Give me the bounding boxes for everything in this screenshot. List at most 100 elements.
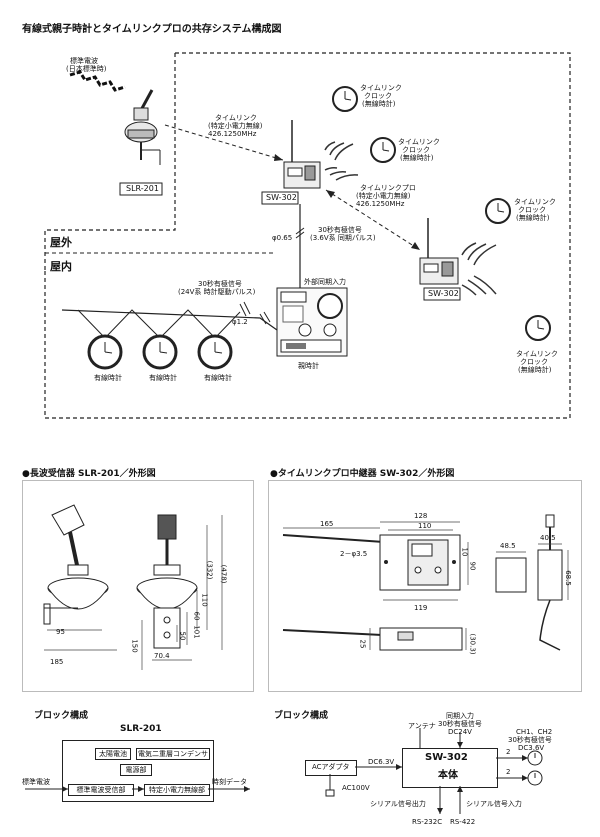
timelinkpro-label-1: タイムリンクプロ	[360, 184, 416, 192]
wireless-clock-4-label-2: クロック	[520, 358, 548, 366]
wired-clock-3	[197, 334, 233, 370]
rs422-label: RS-422	[450, 818, 476, 826]
sw-dim-165: 165	[320, 520, 334, 528]
phi065-label: φ0.65	[272, 234, 293, 242]
waves-lower	[461, 242, 497, 296]
sw-outline-drawing	[282, 514, 569, 651]
sync-input-2: 30秒有極信号	[438, 720, 482, 728]
radio-label-1: 標準電波	[70, 57, 98, 65]
wired-clock-1-label: 有線時計	[94, 374, 122, 382]
slr-dim-332: (332)	[205, 560, 214, 580]
timelinkpro-label-2: (特定小電力無線)	[356, 192, 411, 200]
sw-outline-panel	[268, 480, 582, 692]
timelinkpro-label-3: 426.1250MHz	[356, 200, 405, 208]
signal-left-2: (24V系 時計駆動パルス)	[178, 288, 256, 296]
signal-left-1: 30秒有極信号	[198, 280, 242, 288]
wireless-clock-2	[370, 137, 396, 163]
serial-out-label: シリアル信号出力	[370, 800, 426, 808]
sw302-lower-label-box	[423, 287, 461, 301]
slr-dim-60: 60	[192, 611, 201, 621]
slr-input-label: 標準電波	[22, 778, 50, 786]
slr-block-arrows	[25, 786, 250, 792]
slr-dim-150: 150	[130, 639, 139, 653]
sw-outline-heading: ●タイムリンクプロ中継器 SW-302／外形図	[270, 469, 455, 479]
slr-dim-95: 95	[56, 628, 65, 636]
signal-right-1: 30秒有極信号	[318, 226, 362, 234]
wireless-clock-3-label-3: (無線時計)	[516, 214, 550, 222]
wireless-clock-4-label-1: タイムリンク	[516, 350, 558, 358]
radio-wave-zigzag	[69, 70, 126, 92]
ac-label: AC100V	[342, 784, 370, 792]
sw-dim-48: 48.5	[500, 542, 516, 550]
wireless-clock-3	[485, 198, 511, 224]
rs232-label: RS-232C	[412, 818, 443, 826]
slr201-label-box	[119, 182, 163, 196]
slr-dim-70: 70.4	[154, 652, 170, 660]
wired-clock-3-label: 有線時計	[204, 374, 232, 382]
timelink-label-3: 426.1250MHz	[208, 130, 257, 138]
sw302-upper	[283, 120, 321, 189]
master-clock	[276, 287, 348, 357]
slr-dim-478: (478)	[219, 564, 228, 584]
sw302-upper-label-box	[261, 191, 299, 205]
ac-adapter-label: ACアダプタ	[312, 763, 350, 771]
slr-dim-50: 50	[178, 631, 187, 641]
sw302-lower-label: SW-302	[428, 289, 459, 298]
slr-outline-drawing	[43, 504, 223, 670]
sw-dim-68: 68.5	[563, 570, 572, 586]
wired-clock-line	[61, 309, 278, 331]
master-clock-label: 親時計	[298, 362, 319, 370]
external-sync-label: 外部同期入力	[304, 278, 346, 286]
sw302-lower	[419, 218, 459, 285]
wireless-clock-1-label-3: (無線時計)	[362, 100, 396, 108]
sw-block-name-bottom: 本体	[438, 770, 458, 781]
channels-3: DC3.6V	[518, 744, 545, 752]
serial-in-label: シリアル信号入力	[466, 800, 522, 808]
slr-dim-110: 110	[200, 593, 209, 607]
system-diagram	[44, 52, 571, 419]
sw-block-lines	[325, 728, 543, 814]
wireless-clock-2-label-3: (無線時計)	[400, 154, 434, 162]
sw-block-name-top: SW-302	[425, 752, 468, 763]
sw-dim-10: 10	[460, 547, 469, 557]
radio-label-2: (日本標準時)	[66, 65, 107, 73]
wired-clock-2	[142, 334, 178, 370]
sw-dim-119: 119	[414, 604, 428, 612]
wireless-clock-4	[525, 315, 551, 341]
wired-clock-2-label: 有線時計	[149, 374, 177, 382]
sw-dim-40: 40.5	[540, 534, 556, 542]
slr201-receiver	[124, 89, 161, 165]
indoor-label: 屋内	[50, 260, 72, 273]
wireless-clock-4-label-3: (無線時計)	[518, 366, 552, 374]
channels-2: 30秒有極信号	[508, 736, 552, 744]
sync-input-3: DC24V	[448, 728, 472, 736]
wireless-clock-1	[332, 86, 358, 112]
wireless-clock-2-label-1: タイムリンク	[398, 138, 440, 146]
sync-input-1: 同期入力	[446, 712, 474, 720]
timelink-label-2: (特定小電力無線)	[208, 122, 263, 130]
slr-dim-101: 101	[192, 625, 201, 639]
sw-dim-30: (30.3)	[468, 633, 477, 655]
sw-dim-128: 128	[414, 512, 428, 520]
wireless-clock-2-label-2: クロック	[402, 146, 430, 154]
wireless-clock-1-label-1: タイムリンク	[360, 84, 402, 92]
ch2-count: 2	[506, 768, 511, 776]
wireless-clock-3-label-2: クロック	[518, 206, 546, 214]
channels-1: CH1、CH2	[516, 728, 553, 736]
sw-dim-25: 25	[358, 639, 367, 649]
slr-block-heading: ブロック構成	[34, 711, 89, 721]
wired-clock-1	[87, 334, 123, 370]
boundary-outdoor-top	[44, 52, 571, 419]
slr-power-box: 電源部	[120, 764, 152, 776]
phi12-label: φ1.2	[232, 318, 248, 326]
dc-label: DC6.3V	[368, 758, 395, 766]
timelinkpro-link	[325, 189, 421, 251]
sw-dim-holes: 2－φ3.5	[340, 550, 368, 558]
outdoor-label: 屋外	[50, 236, 72, 249]
waves-upper	[324, 141, 359, 181]
page-title: 有線式親子時計とタイムリンクプロの共存システム構成図	[22, 24, 282, 35]
boundary-outdoor-left	[44, 53, 176, 270]
slr201-label: SLR-201	[126, 184, 159, 193]
signal-right-2: (3.6V系 同期パルス)	[310, 234, 376, 242]
slr-block-name: SLR-201	[120, 724, 162, 734]
